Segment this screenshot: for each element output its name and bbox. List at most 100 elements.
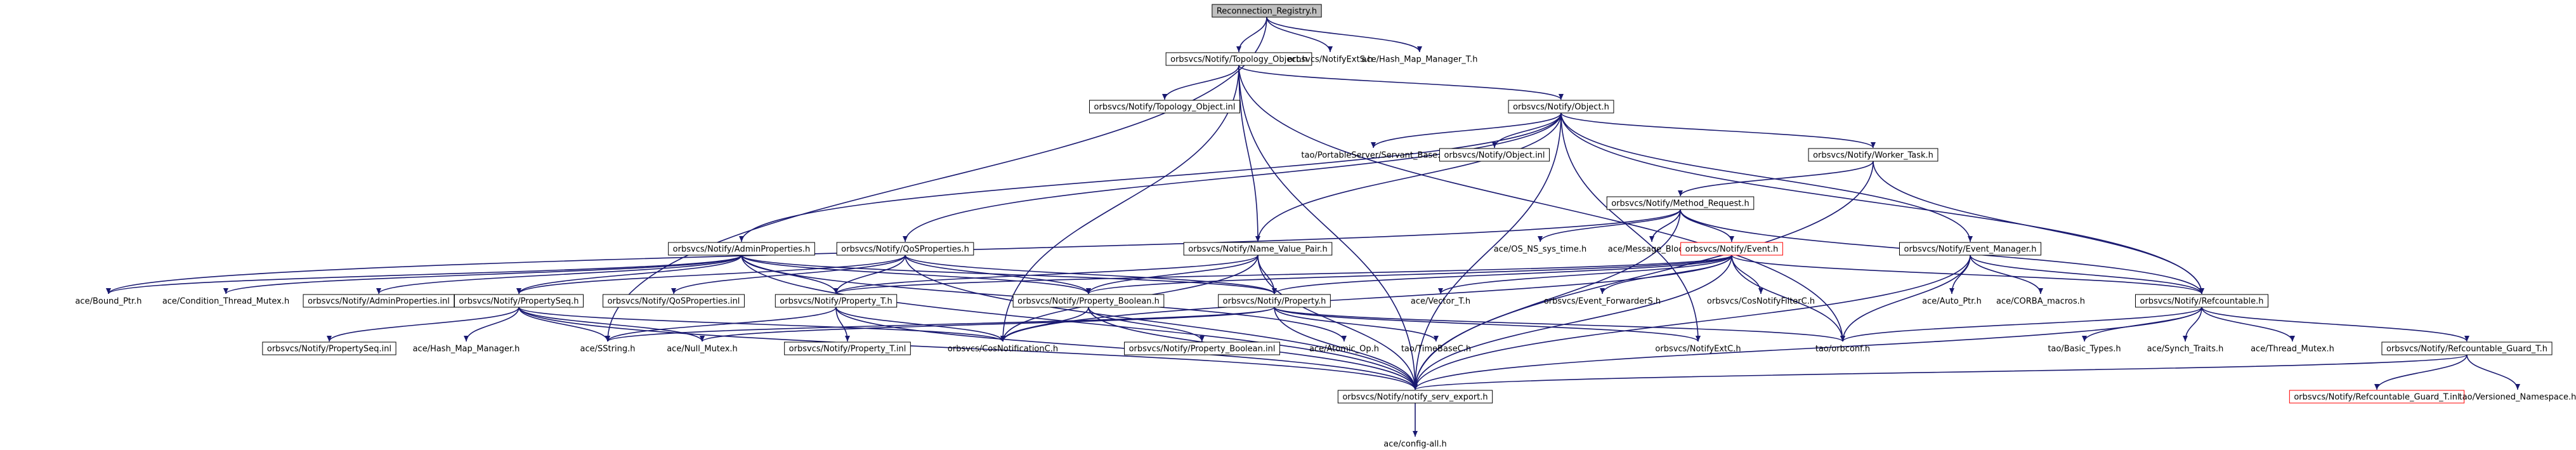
node-box <box>262 341 396 355</box>
edge-prop-to-notifyextc <box>1274 307 1701 342</box>
node-label: orbsvcs/NotifyExtC.h <box>1655 345 1741 354</box>
node-root[interactable]: Reconnection_Registry.h <box>1212 4 1322 18</box>
node-versioned[interactable]: tao/Versioned_Namespace.h <box>2455 390 2576 403</box>
edge-obj-to-servbase <box>1371 112 1562 149</box>
node-topo[interactable]: orbsvcs/Notify/Topology_Object.h <box>1165 52 1312 66</box>
node-condmutex[interactable]: ace/Condition_Thread_Mutex.h <box>158 294 294 307</box>
node-topoinl[interactable]: orbsvcs/Notify/Topology_Object.inl <box>1089 100 1240 114</box>
node-notifyexts[interactable]: orbsvcs/NotifyExtS.h <box>1283 53 1377 65</box>
node-box <box>2135 294 2269 308</box>
edge-propT-to-sstring <box>605 307 837 342</box>
node-qospropsinl[interactable]: orbsvcs/Notify/QoSProperties.inl <box>603 294 745 308</box>
edge-refcount-to-refguard <box>2201 307 2469 342</box>
node-label: orbsvcs/Notify/QoSProperties.inl <box>608 297 740 307</box>
node-evmgr[interactable]: orbsvcs/Notify/Event_Manager.h <box>1899 242 2042 256</box>
node-notifyextc[interactable]: orbsvcs/NotifyExtC.h <box>1651 342 1745 355</box>
node-basictypes[interactable]: tao/Basic_Types.h <box>2043 342 2125 355</box>
node-orbconf[interactable]: tao/orbconf.h <box>1811 342 1874 355</box>
edge-event-to-refcount <box>1731 255 2204 294</box>
node-qosprops[interactable]: orbsvcs/Notify/QoSProperties.h <box>836 242 974 256</box>
node-label: orbsvcs/Notify/Worker_Task.h <box>1813 151 1933 161</box>
node-event[interactable]: orbsvcs/Notify/Event.h <box>1680 242 1783 256</box>
node-box <box>1680 242 1783 256</box>
edge-propbool-to-cosnotif <box>1000 307 1089 342</box>
node-refguardinl[interactable]: orbsvcs/Notify/Refcountable_Guard_T.inl <box>2289 390 2465 404</box>
node-label: ace/Hash_Map_Manager_T.h <box>1362 55 1478 65</box>
node-configall[interactable]: ace/config-all.h <box>1379 437 1451 450</box>
node-label: ace/Atomic_Op.h <box>1309 345 1379 354</box>
node-objinl[interactable]: orbsvcs/Notify/Object.inl <box>1439 148 1550 162</box>
node-cosfilter[interactable]: orbsvcs/CosNotifyFilterC.h <box>1703 294 1819 307</box>
node-propboolinl[interactable]: orbsvcs/Notify/Property_Boolean.inl <box>1124 341 1280 355</box>
edge-event-to-export <box>1413 255 1732 390</box>
node-ossystime[interactable]: ace/OS_NS_sys_time.h <box>1489 242 1591 255</box>
edge-prop-to-sstring <box>605 307 1275 342</box>
node-label: ace/Synch_Traits.h <box>2147 345 2224 354</box>
edge-prop-to-export <box>1274 307 1418 390</box>
node-label: orbsvcs/Notify/Property_T.inl <box>789 345 906 354</box>
node-synchtraits[interactable]: ace/Synch_Traits.h <box>2143 342 2228 355</box>
node-sstring[interactable]: ace/SString.h <box>576 342 640 355</box>
node-msgblock[interactable]: ace/Message_Block.h <box>1604 242 1701 255</box>
edge-prop-to-orbconf <box>1274 307 1845 342</box>
node-adminpropsinl[interactable]: orbsvcs/Notify/AdminProperties.inl <box>303 294 455 308</box>
edge-propT-to-propTinl <box>835 307 850 342</box>
edge-refcount-to-threadmutex <box>2201 307 2295 342</box>
edge-nvpair-to-propbool <box>1086 255 1259 294</box>
node-box <box>2381 341 2553 355</box>
node-boundptr[interactable]: ace/Bound_Ptr.h <box>70 294 146 307</box>
edge-topo-to-orbconf <box>1238 65 1845 342</box>
node-method[interactable]: orbsvcs/Notify/Method_Request.h <box>1606 196 1755 210</box>
node-box <box>1218 294 1331 308</box>
node-propTinl[interactable]: orbsvcs/Notify/Property_T.inl <box>784 341 911 355</box>
node-autoptr[interactable]: ace/Auto_Ptr.h <box>1918 294 1986 307</box>
node-label: orbsvcs/Notify/Property_Boolean.inl <box>1129 345 1276 354</box>
node-propT[interactable]: orbsvcs/Notify/Property_T.h <box>775 294 898 308</box>
node-box <box>1089 100 1240 114</box>
node-label: orbsvcs/Notify/PropertySeq.h <box>459 297 579 307</box>
edge-event-to-propT <box>834 255 1732 294</box>
node-refcount[interactable]: orbsvcs/Notify/Refcountable.h <box>2135 294 2269 308</box>
node-box <box>1606 196 1755 210</box>
edges-layer <box>106 17 2520 437</box>
node-obj[interactable]: orbsvcs/Notify/Object.h <box>1508 100 1614 114</box>
node-vectorT[interactable]: ace/Vector_T.h <box>1406 294 1475 307</box>
node-propseq[interactable]: orbsvcs/Notify/PropertySeq.h <box>454 294 584 308</box>
node-hashmgr[interactable]: ace/Hash_Map_Manager.h <box>409 342 525 355</box>
node-nullmutex[interactable]: ace/Null_Mutex.h <box>662 342 742 355</box>
edge-propseq-to-hashmgr <box>464 307 520 342</box>
node-timebase[interactable]: tao/TimeBaseC.h <box>1397 342 1475 355</box>
edge-refguard-to-export <box>1413 354 2468 390</box>
edge-adminprops-to-prop <box>741 255 1277 294</box>
node-hashmgrT[interactable]: ace/Hash_Map_Manager_T.h <box>1357 53 1482 65</box>
node-cosnotif[interactable]: orbsvcs/CosNotificationC.h <box>943 342 1062 355</box>
node-corbamacros[interactable]: ace/CORBA_macros.h <box>1992 294 2089 307</box>
edge-method-to-event <box>1680 209 1734 242</box>
node-box <box>1165 52 1312 66</box>
edge-adminprops-to-export <box>741 255 1418 390</box>
node-refguard[interactable]: orbsvcs/Notify/Refcountable_Guard_T.h <box>2381 341 2553 355</box>
node-prop[interactable]: orbsvcs/Notify/Property.h <box>1218 294 1331 308</box>
edge-obj-to-export <box>1413 112 1562 390</box>
node-label: ace/Null_Mutex.h <box>667 345 738 354</box>
node-worker[interactable]: orbsvcs/Notify/Worker_Task.h <box>1808 148 1939 162</box>
node-label: orbsvcs/Notify/notify_serv_export.h <box>1342 393 1487 402</box>
node-label: ace/CORBA_macros.h <box>1996 297 2085 307</box>
node-servbase[interactable]: tao/PortableServer/Servant_Base.h <box>1297 149 1449 161</box>
node-evfwd[interactable]: orbsvcs/Event_ForwarderS.h <box>1540 294 1665 307</box>
edge-nvpair-to-propT <box>834 255 1259 294</box>
node-threadmutex[interactable]: ace/Thread_Mutex.h <box>2246 342 2339 355</box>
node-label: Reconnection_Registry.h <box>1217 7 1317 17</box>
node-propseqinl[interactable]: orbsvcs/Notify/PropertySeq.inl <box>262 341 396 355</box>
node-propbool[interactable]: orbsvcs/Notify/Property_Boolean.h <box>1012 294 1165 308</box>
edge-root-to-topo <box>1236 17 1267 53</box>
node-label: orbsvcs/Notify/Object.h <box>1513 103 1609 112</box>
edge-obj-to-qosprops <box>903 112 1562 242</box>
node-export[interactable]: orbsvcs/Notify/notify_serv_export.h <box>1337 390 1493 404</box>
node-adminprops[interactable]: orbsvcs/Notify/AdminProperties.h <box>668 242 815 256</box>
node-atomicop[interactable]: ace/Atomic_Op.h <box>1305 342 1383 355</box>
node-label: orbsvcs/Notify/QoSProperties.h <box>841 245 969 255</box>
node-nvpair[interactable]: orbsvcs/Notify/Name_Value_Pair.h <box>1183 242 1333 256</box>
edge-obj-to-nvpair <box>1255 112 1562 242</box>
